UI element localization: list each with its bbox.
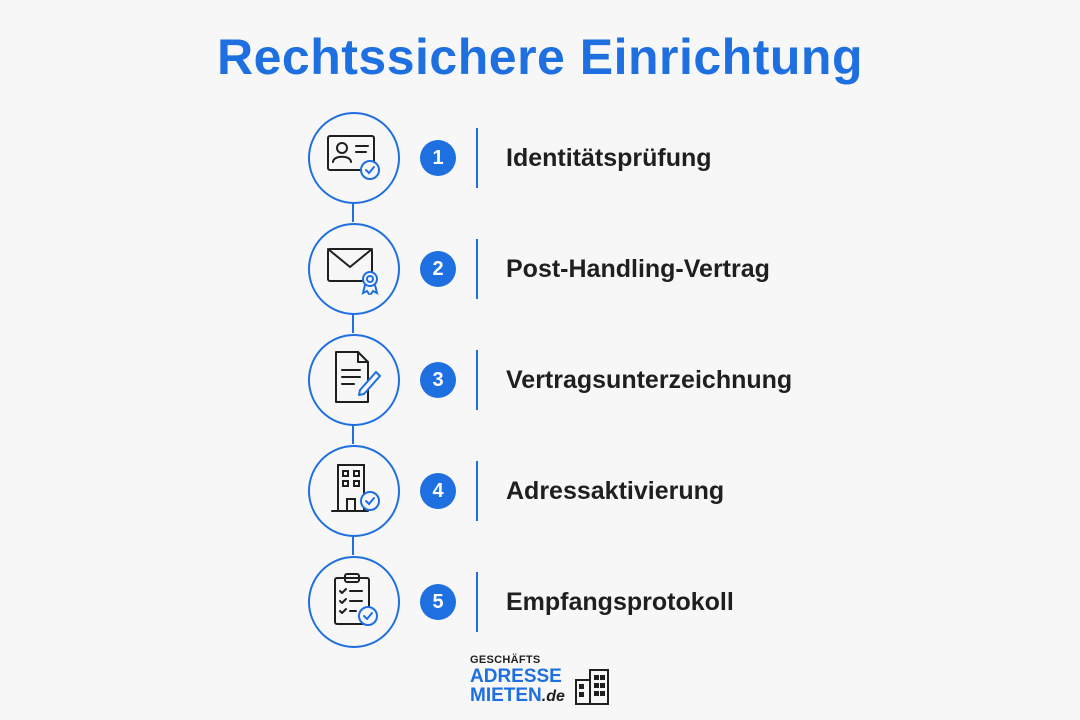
logo-line-2: MIETEN.de <box>470 686 565 707</box>
logo-line-2-text: MIETEN <box>470 685 542 706</box>
timeline-connector <box>352 422 354 444</box>
envelope-seal-icon <box>318 231 390 308</box>
step-1: 1 Identitätsprüfung <box>0 108 1080 208</box>
timeline-connector <box>352 200 354 222</box>
step-icon-circle <box>308 223 400 315</box>
step-divider <box>476 572 478 632</box>
logo-small-text: GESCHÄFTS <box>470 654 541 666</box>
step-label: Adressaktivierung <box>506 477 725 505</box>
step-icon-circle <box>308 445 400 537</box>
step-label: Vertragsunterzeichnung <box>506 366 793 394</box>
step-label: Empfangsprotokoll <box>506 588 734 616</box>
step-icon-circle <box>308 556 400 648</box>
step-divider <box>476 461 478 521</box>
clipboard-check-icon <box>318 564 390 641</box>
office-building-icon <box>574 666 610 706</box>
logo-domain-suffix: .de <box>541 688 565 705</box>
building-check-icon <box>318 453 390 530</box>
step-label: Post-Handling-Vertrag <box>506 255 770 283</box>
step-number: 1 <box>420 140 456 176</box>
step-3: 3 Vertragsunterzeichnung <box>0 330 1080 430</box>
step-icon-circle <box>308 334 400 426</box>
page-title: Rechtssichere Einrichtung <box>217 29 863 85</box>
step-divider <box>476 239 478 299</box>
id-card-check-icon <box>318 120 390 197</box>
step-divider <box>476 128 478 188</box>
step-number: 2 <box>420 251 456 287</box>
brand-logo: GESCHÄFTS ADRESSE MIETEN.de <box>470 654 620 710</box>
step-label: Identitätsprüfung <box>506 144 712 172</box>
step-2: 2 Post-Handling-Vertrag <box>0 219 1080 319</box>
document-pen-icon <box>318 342 390 419</box>
timeline-connector <box>352 311 354 333</box>
step-number: 4 <box>420 473 456 509</box>
logo-line-1: ADRESSE <box>470 666 562 687</box>
step-4: 4 Adressaktivierung <box>0 441 1080 541</box>
step-number: 5 <box>420 584 456 620</box>
step-number: 3 <box>420 362 456 398</box>
step-divider <box>476 350 478 410</box>
timeline-connector <box>352 533 354 555</box>
step-5: 5 Empfangsprotokoll <box>0 552 1080 652</box>
step-icon-circle <box>308 112 400 204</box>
